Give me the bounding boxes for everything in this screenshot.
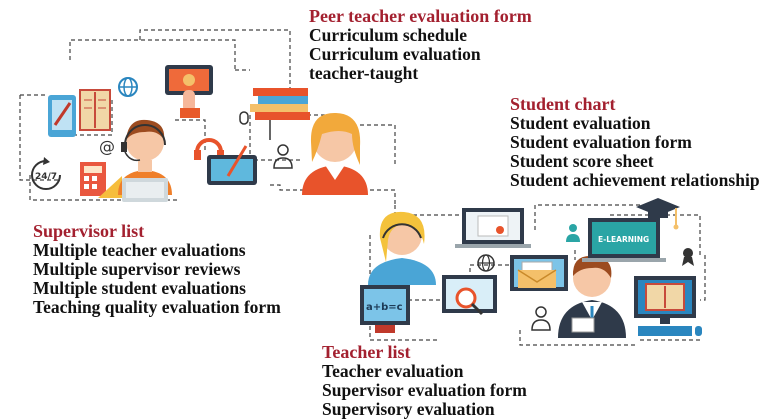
student-chart-item: Student achievement relationship — [510, 170, 760, 191]
dashed-connectors-left — [19, 29, 396, 205]
globe-icon-2 — [477, 254, 495, 272]
teacher-list-block: Teacher list Teacher evaluation Supervis… — [322, 342, 527, 419]
peer-evaluation-item: Curriculum schedule — [309, 25, 467, 46]
supervisor-list-item: Multiple teacher evaluations — [33, 240, 246, 261]
peer-evaluation-item: Curriculum evaluation — [309, 44, 481, 65]
student-chart-block: Student chart Student evaluation Student… — [510, 94, 760, 191]
globe-icon — [118, 77, 138, 97]
tablet-icon — [48, 95, 76, 137]
keyboard-icon — [638, 326, 702, 336]
supervisor-avatar — [118, 119, 172, 202]
magnifier-icon — [442, 275, 497, 316]
24-7-clock-icon: 24/7 — [31, 157, 61, 190]
male-teacher-avatar — [558, 255, 626, 338]
calculator-icon — [80, 162, 122, 198]
svg-text:24/7: 24/7 — [35, 172, 57, 182]
svg-text:E-LEARNING: E-LEARNING — [598, 235, 649, 244]
touch-screen-icon — [165, 65, 213, 118]
certificate-icon — [455, 208, 531, 248]
svg-text:a+b=c: a+b=c — [366, 302, 403, 313]
student-chart-item: Student evaluation — [510, 113, 651, 134]
graduation-cap-icon: E-LEARNING — [582, 198, 680, 262]
teacher-list-item: Supervisory evaluation — [322, 399, 495, 419]
student-chart-item: Student evaluation form — [510, 132, 692, 153]
person-outline-icon-2 — [531, 306, 551, 331]
math-board-icon: a+b=c — [360, 285, 410, 333]
teacher-list-item: Teacher evaluation — [322, 361, 464, 382]
peer-evaluation-item: teacher-taught — [309, 63, 419, 84]
supervisor-list-block: Supervisor list Multiple teacher evaluat… — [33, 221, 281, 318]
drawing-tablet-icon — [207, 145, 257, 185]
dashed-connectors-right — [369, 204, 706, 346]
supervisor-list-item: Teaching quality evaluation form — [33, 297, 281, 318]
supervisor-list-title: Supervisor list — [33, 221, 145, 241]
mouse-icon — [239, 111, 249, 125]
female-teacher-avatar-2 — [368, 211, 436, 285]
peer-evaluation-title: Peer teacher evaluation form — [309, 6, 532, 26]
student-chart-title: Student chart — [510, 94, 616, 114]
envelope-icon — [510, 255, 568, 291]
peer-evaluation-block: Peer teacher evaluation form Curriculum … — [309, 6, 532, 84]
teacher-list-title: Teacher list — [322, 342, 411, 362]
books-icon — [250, 88, 310, 140]
desktop-icon — [634, 276, 696, 324]
female-teacher-avatar — [302, 112, 368, 195]
student-chart-item: Student score sheet — [510, 151, 654, 172]
rosette-icon — [682, 248, 694, 266]
notebook-icon — [79, 89, 111, 131]
teacher-list-item: Supervisor evaluation form — [322, 380, 527, 401]
at-icon: @ — [99, 137, 115, 156]
supervisor-list-item: Multiple student evaluations — [33, 278, 246, 299]
supervisor-list-item: Multiple supervisor reviews — [33, 259, 241, 280]
person-teal-icon — [566, 224, 580, 242]
person-outline-icon — [273, 144, 293, 169]
